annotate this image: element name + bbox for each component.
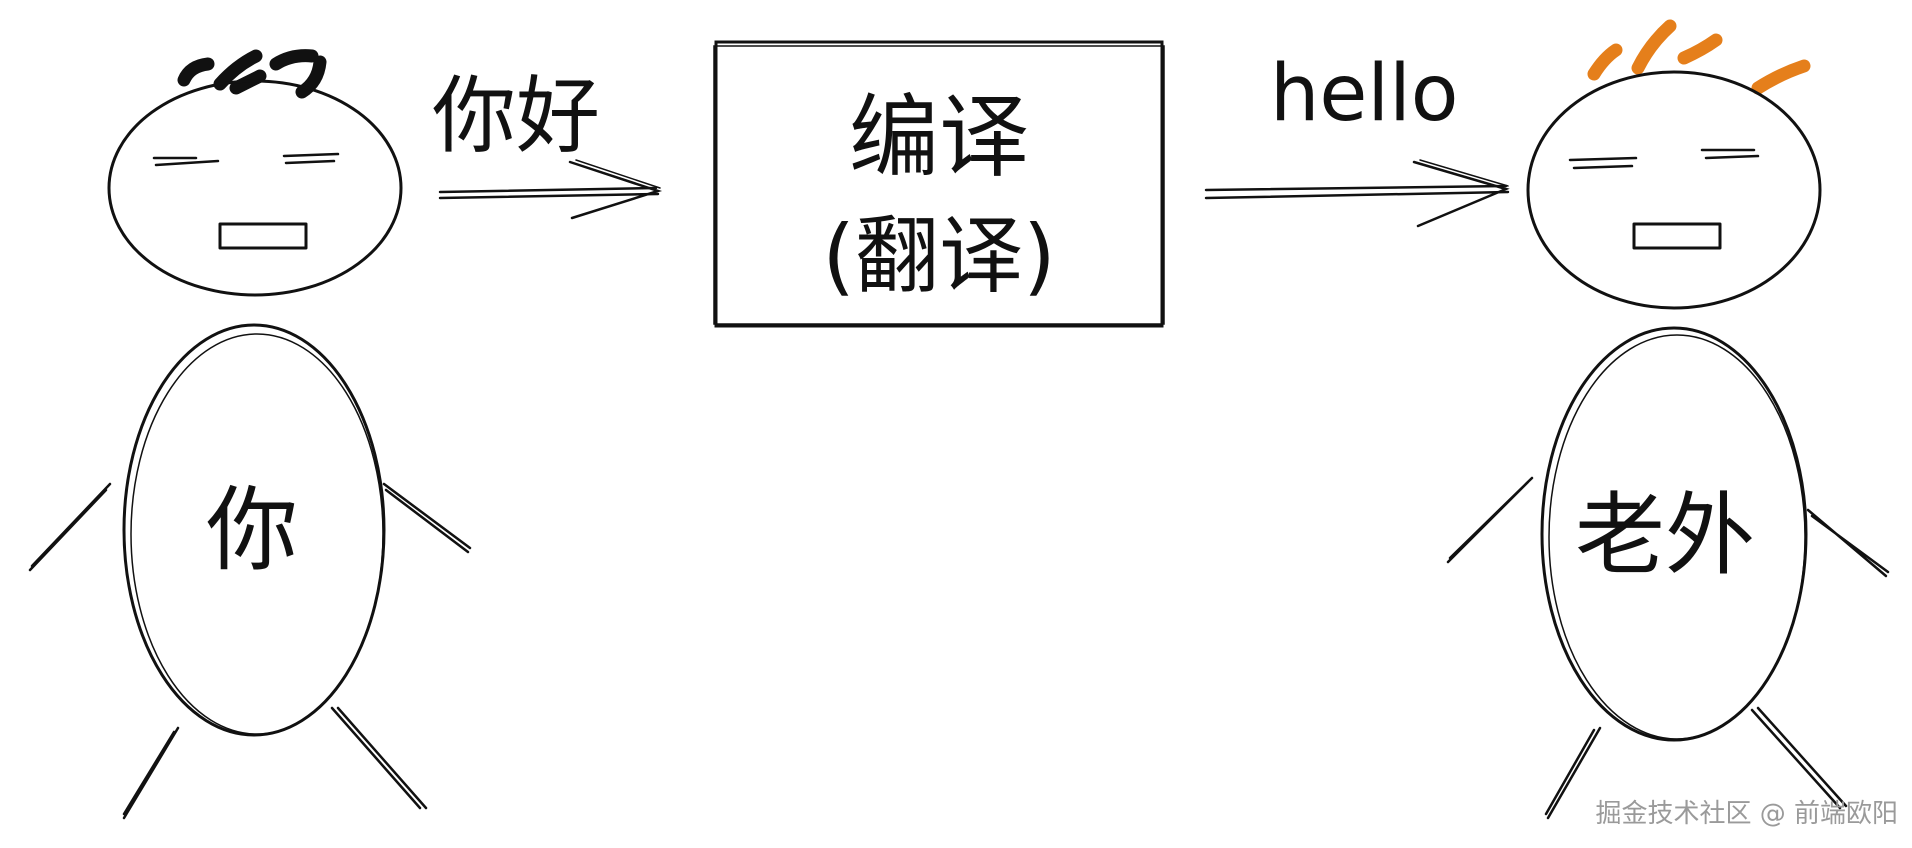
person-left-arm-right [382,482,472,554]
person-right-eye-left [1568,156,1638,170]
person-right-label: 老外 [1575,483,1755,588]
person-left-arm-left [28,482,112,572]
person-right-head [1526,70,1822,310]
person-right-eye-right [1700,148,1760,160]
watermark: 掘金技术社区 @ 前端欧阳 [1595,799,1898,829]
person-right-arm-left [1446,476,1534,564]
person-right-mouth [1632,222,1722,250]
person-left-head [107,79,403,297]
person-left-leg-right [330,706,428,810]
person-right: 老外 [1446,19,1890,820]
person-left-body [122,323,386,737]
process-box: 编译 (翻译) [713,40,1165,328]
input-text: 你好 [432,67,600,165]
input-arrow [438,159,663,220]
person-left-label: 你 [206,477,298,584]
process-box-subtitle: (翻译) [822,207,1056,305]
person-right-leg-right [1750,706,1848,810]
person-left-eye-left [152,156,220,167]
output-arrow [1204,159,1510,228]
person-right-leg-left [1544,726,1602,820]
person-right-hair [1587,19,1811,95]
output-text: hello [1270,49,1459,139]
person-left-eye-right [282,152,340,165]
process-box-frame [714,40,1164,328]
process-box-title: 编译 [849,85,1029,190]
person-right-arm-right [1806,508,1890,578]
person-left-leg-left [122,726,180,820]
person-left-mouth [218,222,308,250]
person-right-body [1540,326,1808,742]
person-left: 你 [28,49,472,820]
